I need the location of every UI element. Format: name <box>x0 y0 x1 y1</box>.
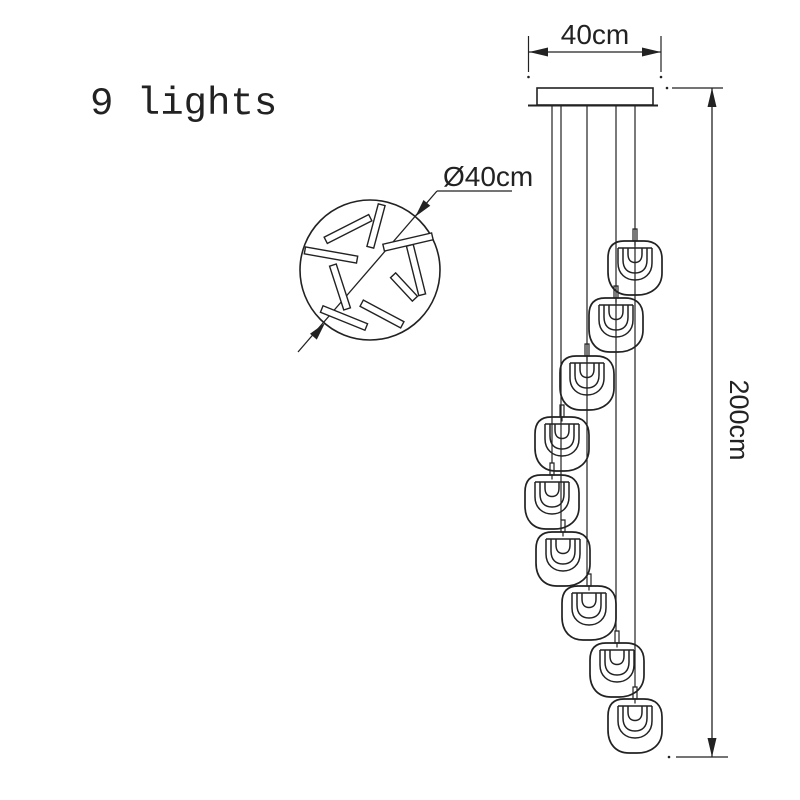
outer-shade <box>534 416 590 472</box>
inner-shade-large <box>544 424 580 457</box>
suspension-cords <box>551 105 636 687</box>
pendant-lights <box>524 228 663 754</box>
diameter-arrow-icon <box>310 323 325 340</box>
inner-shade-medium <box>576 593 602 619</box>
arrangement-bar-2 <box>323 213 373 245</box>
width-label: 40cm <box>561 19 629 50</box>
width-dimension: 40cm <box>527 19 663 79</box>
arrangement-bar-4 <box>328 263 352 311</box>
top-view-detail: Ø40cm <box>297 161 533 353</box>
outer-shade <box>607 698 663 754</box>
outer-shade <box>561 585 617 641</box>
dimension-arrow-icon <box>529 47 548 57</box>
arrangement-bar-5 <box>319 304 369 332</box>
centerline-dot <box>527 75 530 79</box>
outer-shade <box>559 355 615 411</box>
pendant-light-7 <box>561 573 617 641</box>
pendant-light-9 <box>607 686 663 754</box>
height-dimension: 200cm <box>665 86 754 759</box>
centerline-dot <box>665 86 669 90</box>
inner-shade-small <box>555 539 571 555</box>
light-stem <box>549 462 555 476</box>
outer-shade <box>588 297 644 353</box>
pendant-light-2 <box>588 285 644 353</box>
dimension-arrow-icon <box>707 88 717 107</box>
outer-shade <box>524 474 580 530</box>
ceiling-canopy <box>536 87 654 106</box>
front-view <box>524 87 663 754</box>
arrangement-bar-9 <box>382 232 434 252</box>
height-label: 200cm <box>724 379 754 460</box>
inner-shade-medium <box>604 650 630 676</box>
arrangement-bar-6 <box>359 299 405 329</box>
inner-shade-medium <box>603 305 629 331</box>
arrangement-bar-3 <box>303 246 359 264</box>
inner-shade-medium <box>622 706 648 732</box>
inner-shade-medium <box>539 482 565 508</box>
inner-shade-large <box>599 650 635 683</box>
inner-shade-small <box>608 305 624 321</box>
inner-shade-large <box>545 539 581 572</box>
light-stem <box>559 404 565 418</box>
pendant-light-8 <box>589 630 645 698</box>
light-arrangement-bars <box>303 202 434 332</box>
canopy-circle <box>299 199 441 341</box>
pendant-light-5 <box>524 462 580 530</box>
inner-shade-small <box>627 248 643 264</box>
diameter-line <box>297 190 438 353</box>
inner-shade-medium <box>549 424 575 450</box>
arrangement-bar-7 <box>389 271 419 303</box>
pendant-light-6 <box>535 519 591 587</box>
outer-shade <box>535 531 591 587</box>
inner-shade-large <box>571 593 607 626</box>
dimension-arrow-icon <box>642 47 661 57</box>
inner-shade-large <box>598 305 634 338</box>
inner-shade-medium <box>622 248 648 274</box>
pendant-light-4 <box>534 404 590 472</box>
diameter-label: Ø40cm <box>443 161 533 192</box>
inner-shade-large <box>617 706 653 739</box>
arrangement-bar-1 <box>366 202 386 250</box>
inner-shade-medium <box>574 363 600 389</box>
inner-shade-large <box>617 248 653 281</box>
inner-shade-small <box>544 482 560 498</box>
inner-shade-small <box>581 593 597 609</box>
inner-shade-small <box>579 363 595 379</box>
inner-shade-small <box>609 650 625 666</box>
centerline-dot <box>667 755 671 759</box>
inner-shade-large <box>534 482 570 515</box>
diameter-arrow-icon <box>415 200 431 217</box>
dimension-arrow-icon <box>707 738 717 757</box>
inner-shade-small <box>554 424 570 440</box>
pendant-light-3 <box>559 343 615 411</box>
light-stem <box>614 630 620 644</box>
inner-shade-large <box>569 363 605 396</box>
inner-shade-medium <box>550 539 576 565</box>
outer-shade <box>589 642 645 698</box>
light-count-title: 9 lights <box>90 82 277 126</box>
centerline-dot <box>659 75 663 79</box>
inner-shade-small <box>627 706 643 722</box>
light-stem <box>586 573 592 587</box>
light-stem <box>560 519 566 533</box>
